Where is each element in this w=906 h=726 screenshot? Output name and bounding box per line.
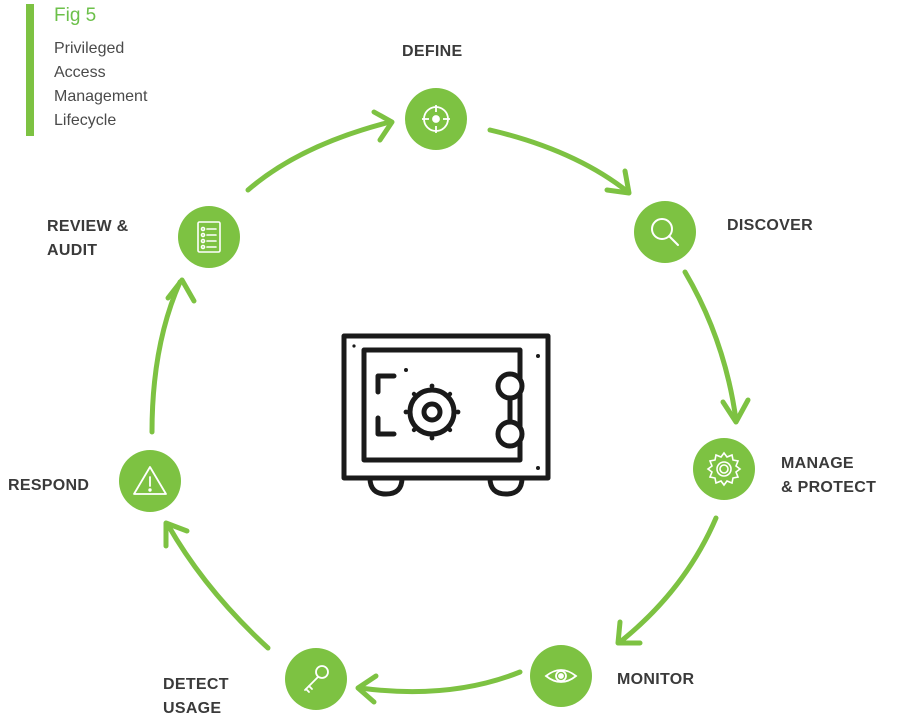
warning-icon [133, 466, 167, 495]
stage-monitor-label: MONITOR [617, 668, 694, 692]
stage-label-line: DISCOVER [727, 217, 813, 234]
arrow-define-to-discover [487, 127, 631, 195]
gear-icon [706, 451, 742, 487]
stage-label-line: DETECT [163, 676, 229, 693]
stage-detect-usage-node [285, 648, 347, 710]
caption-accent-bar [26, 4, 34, 136]
figure-title: Privileged Access Management Lifecycle [54, 37, 147, 133]
stage-label-line: RESPOND [8, 477, 90, 494]
safe-vault-icon [341, 333, 551, 497]
arrowhead [615, 619, 643, 646]
figure-number: Fig 5 [54, 5, 97, 26]
figure-title-line: Management [54, 88, 148, 105]
stage-label-line: REVIEW & [47, 218, 129, 235]
stage-label-line: MONITOR [617, 671, 695, 688]
figure-title-line: Privileged [54, 40, 125, 57]
stage-label-line: & PROTECT [781, 479, 877, 496]
figure-title-line: Access [54, 64, 106, 81]
arrowhead [163, 520, 190, 549]
stage-label-line: AUDIT [47, 242, 98, 259]
stage-detect-usage-label: DETECT USAGE [163, 673, 229, 721]
stage-manage-protect-label: MANAGE & PROTECT [781, 452, 876, 500]
arrowhead [355, 673, 379, 705]
checklist-icon [197, 221, 221, 253]
crosshair-icon [422, 105, 450, 133]
eye-icon [544, 669, 578, 683]
stage-manage-protect-node [693, 438, 755, 500]
arrowhead [720, 397, 751, 425]
stage-monitor-node [530, 645, 592, 707]
arrowhead [165, 277, 197, 304]
arrow-discover-to-manage [682, 269, 739, 423]
figure-title-line: Lifecycle [54, 112, 117, 129]
arrow-monitor-to-detect [357, 669, 523, 695]
stage-label-line: DEFINE [402, 43, 463, 60]
magnifier-icon [651, 218, 679, 246]
stage-label-line: MANAGE [781, 455, 854, 472]
arrow-detect-to-respond [165, 522, 271, 651]
stage-respond-node [119, 450, 181, 512]
key-icon [304, 665, 329, 693]
stage-review-audit-label: REVIEW & AUDIT [47, 215, 129, 263]
stage-discover-label: DISCOVER [727, 214, 813, 238]
stage-define-node [405, 88, 467, 150]
stage-respond-label: RESPOND [8, 474, 89, 498]
arrow-respond-to-review [149, 279, 183, 435]
arrowhead [371, 109, 395, 143]
arrow-manage-to-monitor [617, 515, 719, 645]
arrow-review-to-define [245, 119, 393, 193]
stage-review-audit-node [178, 206, 240, 268]
stage-define-label: DEFINE [402, 40, 462, 64]
stage-discover-node [634, 201, 696, 263]
arrowhead [604, 168, 632, 196]
stage-label-line: USAGE [163, 700, 222, 717]
